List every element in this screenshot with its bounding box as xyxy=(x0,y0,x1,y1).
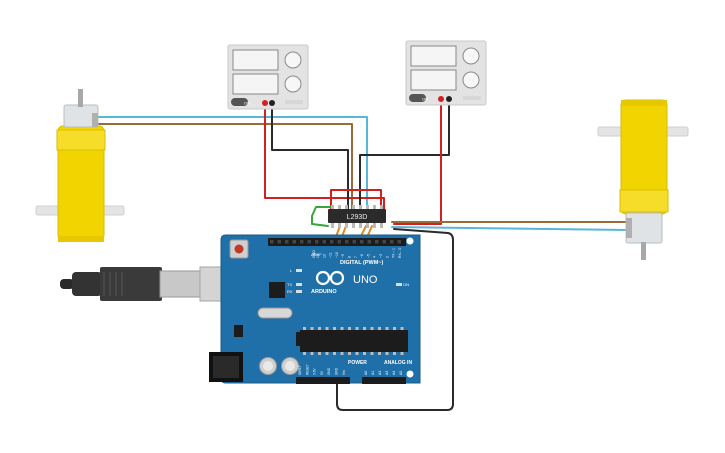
left-dc-motor[interactable] xyxy=(35,89,125,242)
led-l xyxy=(296,269,302,272)
led-on-label: ON xyxy=(403,282,409,287)
analog-pin-label: A0 xyxy=(364,371,368,375)
power-label: POWER xyxy=(348,360,367,366)
power-header[interactable] xyxy=(296,377,350,384)
digital-header-pin[interactable] xyxy=(352,240,357,244)
gnd-label: GND xyxy=(312,250,316,258)
digital-header-pin[interactable] xyxy=(285,240,289,244)
wire-ground-loop-black[interactable] xyxy=(336,228,454,411)
digital-header-pin[interactable] xyxy=(315,240,319,244)
digital-header-pin[interactable] xyxy=(330,240,334,244)
l293d-driver-chip[interactable]: L293D xyxy=(328,205,386,228)
wire-right-psu-red[interactable] xyxy=(393,99,442,225)
led-rx-label: RX xyxy=(287,289,293,294)
analog-header[interactable] xyxy=(362,377,406,384)
power-pin-label: Vin xyxy=(342,370,346,375)
digital-pin-label: 12 xyxy=(322,254,326,258)
led-tx xyxy=(296,283,302,286)
psu-left-switch-label: ON xyxy=(244,101,250,106)
digital-pin-label: 4 xyxy=(373,256,377,258)
wire-left-psu-black[interactable] xyxy=(271,103,349,213)
power-pin-label: IOREF xyxy=(298,365,302,375)
analog-label: ANALOG IN xyxy=(384,360,412,366)
driver-chip-label: L293D xyxy=(347,214,368,221)
analog-pin-label: A2 xyxy=(378,371,382,375)
digital-pin-label: ~11 xyxy=(329,252,333,258)
power-pin-label: GND xyxy=(327,367,331,375)
wire-left-psu-red[interactable] xyxy=(264,103,385,213)
digital-pin-label: TX→1 xyxy=(392,248,396,258)
analog-pin-label: A3 xyxy=(385,371,389,375)
arduino-infinity-logo xyxy=(315,270,345,286)
wire-driver-green[interactable] xyxy=(311,206,332,227)
digital-pin-label: RX←0 xyxy=(398,248,402,258)
power-pin-label: RESET xyxy=(305,364,309,375)
digital-header-label: DIGITAL (PWM~) xyxy=(340,260,384,266)
reset-button[interactable] xyxy=(229,239,249,259)
digital-header-pin[interactable] xyxy=(277,240,282,244)
digital-pin-label: ~6 xyxy=(360,254,364,258)
digital-pin-label: ~3 xyxy=(379,254,383,258)
digital-pin-label: ~10 xyxy=(335,252,339,258)
digital-header-pin[interactable] xyxy=(292,240,297,244)
arduino-logo-text: ARDUINO xyxy=(311,289,337,295)
digital-header-pin[interactable] xyxy=(382,240,387,244)
aref-label: AREF xyxy=(311,252,322,257)
digital-header-pin[interactable] xyxy=(397,240,402,244)
analog-pin-label: A4 xyxy=(392,371,396,375)
analog-pin-label: A1 xyxy=(371,371,375,375)
digital-header-pin[interactable] xyxy=(345,240,349,244)
digital-header-pin[interactable] xyxy=(322,240,327,244)
digital-pin-label: 8 xyxy=(348,256,352,258)
voltage-regulator xyxy=(234,325,243,337)
capacitors xyxy=(259,357,299,375)
atmega328-chip xyxy=(300,327,408,355)
digital-pin-label: ~9 xyxy=(341,254,345,258)
usb-interface-chip xyxy=(269,282,285,298)
power-pin-label: 3.3V xyxy=(313,368,317,375)
power-pin-label: 5V xyxy=(320,370,324,375)
digital-header-pin[interactable] xyxy=(360,240,364,244)
led-on xyxy=(396,283,402,286)
digital-header-pin[interactable] xyxy=(375,240,379,244)
digital-header-pin[interactable] xyxy=(300,240,304,244)
power-supply-right[interactable]: ON xyxy=(405,40,487,106)
wire-right-motor-blue[interactable] xyxy=(391,226,629,231)
digital-header-pin[interactable] xyxy=(270,240,274,244)
digital-pin-label: 2 xyxy=(385,256,389,258)
crystal-oscillator xyxy=(257,307,293,319)
digital-header[interactable] xyxy=(268,238,406,246)
led-tx-label: TX xyxy=(287,282,292,287)
psu-right-switch-label: ON xyxy=(422,97,428,102)
analog-pin-label: A5 xyxy=(399,371,403,375)
led-l-label: L xyxy=(290,268,293,273)
digital-header-pin[interactable] xyxy=(337,240,342,244)
digital-pin-label: ~5 xyxy=(366,254,370,258)
arduino-model-text: UNO xyxy=(353,274,378,286)
power-supply-left[interactable]: ON xyxy=(227,44,309,110)
digital-pin-label: 7 xyxy=(354,256,358,258)
digital-header-pin[interactable] xyxy=(390,240,394,244)
power-pin-label: GND xyxy=(335,367,339,375)
digital-header-pin[interactable] xyxy=(367,240,372,244)
right-dc-motor[interactable] xyxy=(597,99,689,260)
wire-driver-vcc-red[interactable] xyxy=(330,189,382,213)
wire-left-motor-blue[interactable] xyxy=(95,116,368,213)
led-rx xyxy=(296,290,302,293)
digital-pin-label: 13 xyxy=(316,254,320,258)
wire-right-psu-black[interactable] xyxy=(359,99,450,213)
wire-left-motor-brown[interactable] xyxy=(95,123,353,213)
digital-header-pin[interactable] xyxy=(307,240,312,244)
